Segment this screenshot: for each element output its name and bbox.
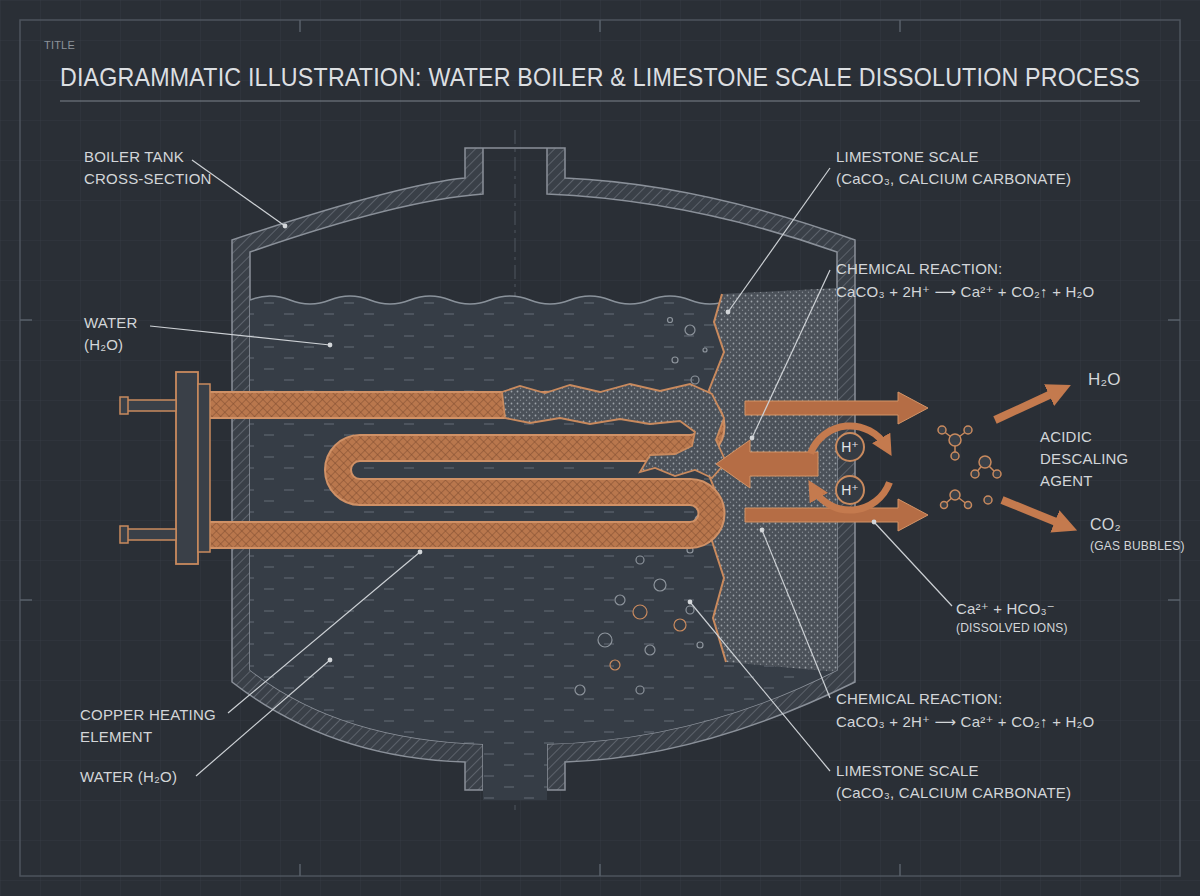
- ion-note: (DISSOLVED IONS): [956, 620, 1068, 636]
- part-label: BOILER TANK CROSS-SECTION: [84, 146, 224, 190]
- part-label: WATER (H₂O): [80, 766, 177, 788]
- ion-symbol: H⁺: [841, 439, 859, 455]
- reaction-heading: CHEMICAL REACTION:: [836, 688, 1002, 710]
- sheet-tag: TITLE: [44, 38, 75, 52]
- part-label: WATER (H₂O): [84, 312, 159, 356]
- agent-label: ACIDIC DESCALING AGENT: [1040, 426, 1150, 492]
- diagram-title: DIAGRAMMATIC ILLUSTRATION: WATER BOILER …: [60, 62, 1140, 92]
- product-label: H₂O: [1088, 369, 1121, 391]
- ion-symbol: H⁺: [841, 482, 859, 498]
- reaction-heading: CHEMICAL REACTION:: [836, 258, 1002, 280]
- ion-circle: H⁺: [835, 432, 865, 462]
- product-note: (GAS BUBBLES): [1090, 538, 1185, 554]
- reaction-equation: CaCO₃ + 2H⁺ ⟶ Ca²⁺ + CO₂↑ + H₂O: [836, 281, 1094, 303]
- part-label: COPPER HEATING ELEMENT: [80, 704, 245, 748]
- ion-label: Ca²⁺ + HCO₃⁻: [956, 598, 1055, 620]
- reaction-equation: CaCO₃ + 2H⁺ ⟶ Ca²⁺ + CO₂↑ + H₂O: [836, 711, 1094, 733]
- product-label: CO₂: [1090, 514, 1121, 536]
- part-label: LIMESTONE SCALE (CaCO₃, CALCIUM CARBONAT…: [836, 760, 1071, 804]
- part-label: LIMESTONE SCALE (CaCO₃, CALCIUM CARBONAT…: [836, 146, 1071, 190]
- ion-circle: H⁺: [835, 475, 865, 505]
